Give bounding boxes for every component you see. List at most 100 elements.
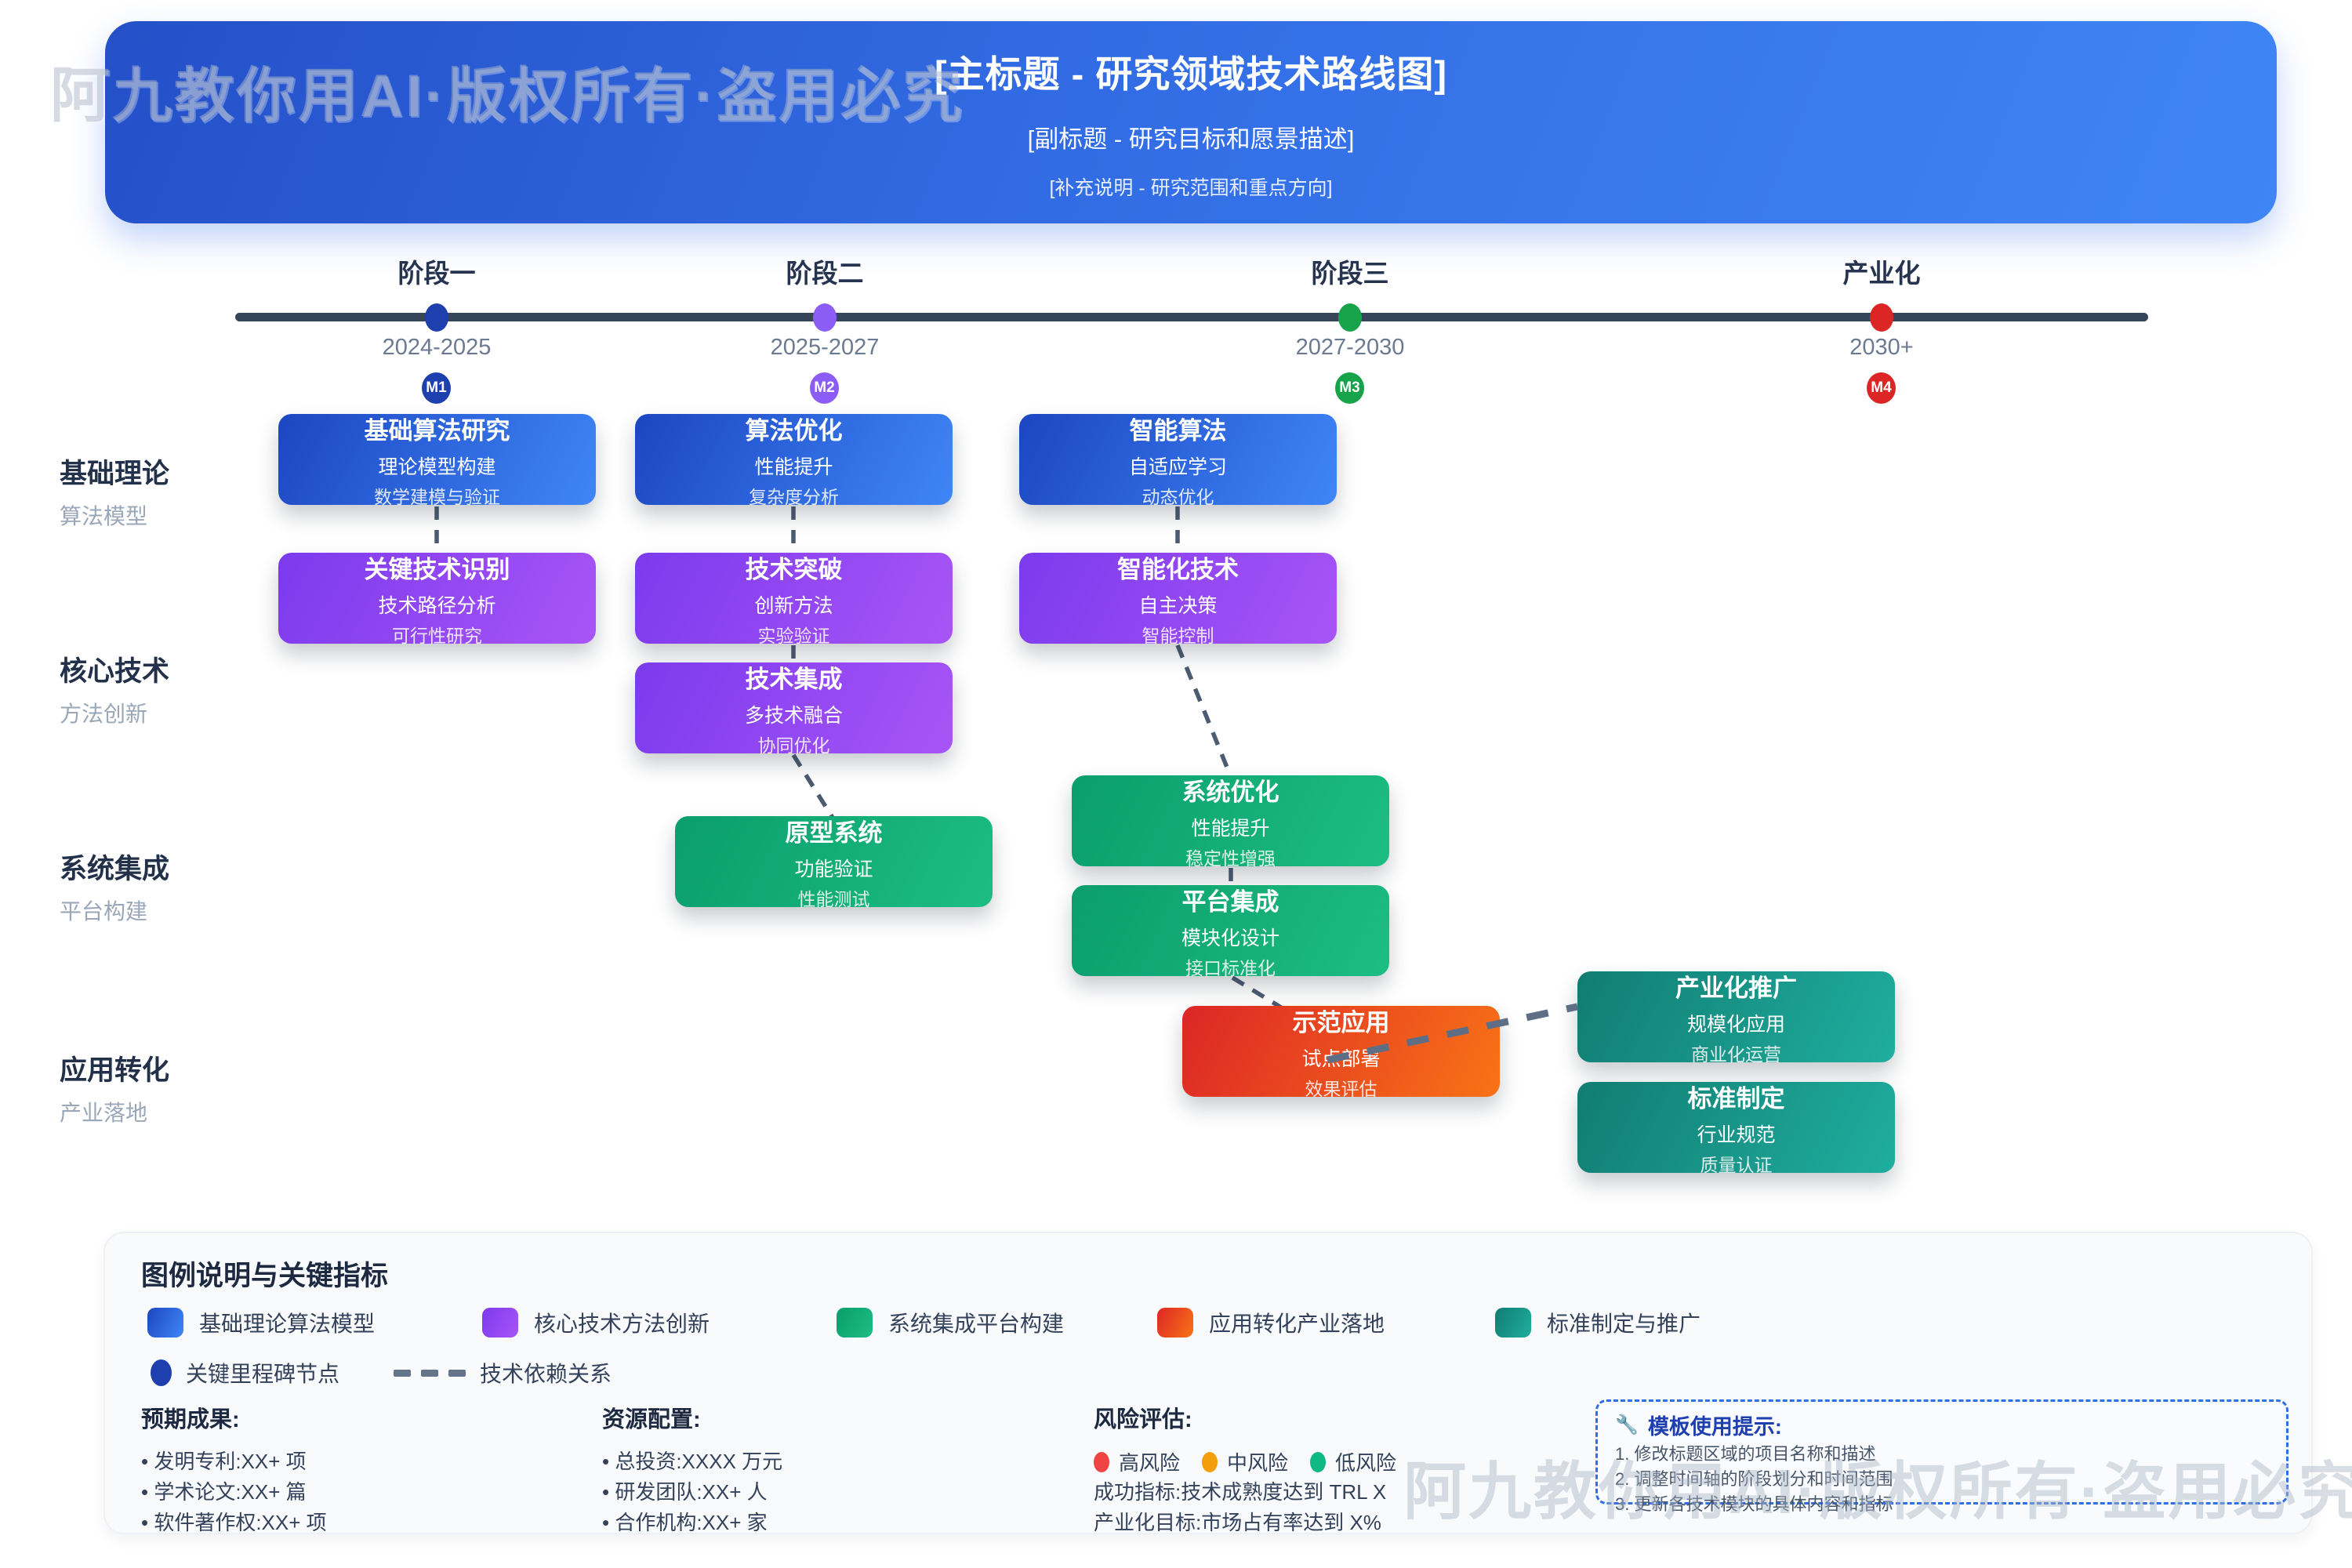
footer-item: • 发明专利:XX+ 项 [141,1450,307,1473]
risk-level-1: 高风险 [1094,1447,1180,1476]
header-banner: [主标题 - 研究领域技术路线图] [副标题 - 研究目标和愿景描述] [补充说… [105,21,2277,223]
node-line1: 自适应学习 [1128,456,1227,478]
risk-dot-icon [1094,1451,1109,1472]
node-line2: 商业化运营 [1691,1044,1781,1065]
tips-item-3: 3. 更新各技术模块的具体内容和指标 [1615,1494,1893,1514]
node-title: 智能算法 [1129,416,1227,445]
dependency-connector-5 [791,753,835,819]
node-title: 智能化技术 [1117,555,1239,583]
roadmap-node-5: 技术突破创新方法实验验证 [635,553,953,646]
node-title: 标准制定 [1687,1084,1785,1112]
node-title: 算法优化 [745,416,843,445]
roadmap-node-12: 产业化推广规模化应用商业化运营 [1577,971,1895,1065]
row-label-title: 核心技术 [60,656,170,687]
risk-level-2: 中风险 [1202,1447,1288,1476]
row-label-subtitle: 平台构建 [60,899,148,924]
node-line2: 协同优化 [757,735,830,756]
node-title: 技术集成 [745,665,843,693]
legend-item-label: 应用转化产业落地 [1209,1312,1385,1336]
risk-levels: 高风险 中风险 低风险 [1094,1446,1396,1477]
roadmap-node-1: 基础算法研究理论模型构建数学建模与验证 [278,414,596,507]
resources-title: 资源配置: [602,1407,701,1432]
phase-label-3: 阶段三 [1311,259,1389,288]
risk-dot-icon [1310,1451,1327,1472]
milestone-dot-M1 [425,303,448,332]
node-line1: 性能提升 [754,456,833,478]
legend-item-3: 系统集成平台构建 [837,1307,1064,1338]
node-title: 示范应用 [1292,1008,1390,1036]
page-note: [补充说明 - 研究范围和重点方向] [1049,177,1333,199]
page-title: [主标题 - 研究领域技术路线图] [934,53,1448,95]
risk-level-label: 中风险 [1227,1451,1289,1475]
expected-results-title: 预期成果: [141,1407,240,1432]
roadmap-node-13: 标准制定行业规范质量认证 [1577,1082,1895,1175]
node-line2: 复杂度分析 [749,486,839,507]
risk-title: 风险评估: [1094,1407,1192,1432]
legend-panel: 图例说明与关键指标 基础理论算法模型核心技术方法创新系统集成平台构建应用转化产业… [103,1232,2313,1534]
template-tips-box: 🔧 模板使用提示: 1. 修改标题区域的项目名称和描述 2. 调整时间轴的阶段划分… [1595,1399,2288,1514]
node-title: 系统优化 [1181,778,1279,806]
risk-level-3: 低风险 [1310,1447,1396,1476]
legend-title: 图例说明与关键指标 [141,1261,389,1291]
legend-item-5: 标准制定与推广 [1495,1307,1700,1338]
milestone-dot-M4 [1870,303,1893,332]
node-line2: 质量认证 [1700,1154,1773,1175]
roadmap-node-6: 智能化技术自主决策智能控制 [1019,553,1337,646]
row-label-title: 基础理论 [60,459,170,489]
node-line2: 稳定性增强 [1185,848,1276,869]
milestone-badge-M4: M4 [1867,372,1896,404]
node-title: 关键技术识别 [364,555,510,583]
roadmap-node-7: 技术集成多技术融合协同优化 [635,662,953,756]
milestone-badge-M1: M1 [422,372,451,404]
tips-header: 🔧 模板使用提示: [1615,1410,2269,1440]
dependency-connector-9 [1327,1003,1578,1064]
roadmap-node-2: 算法优化性能提升复杂度分析 [635,414,953,507]
milestone-dot-M3 [1338,303,1362,332]
milestone-dot-M2 [813,303,837,332]
milestone-badge-M2: M2 [810,372,839,404]
tips-item-1: 1. 修改标题区域的项目名称和描述 [1615,1444,1876,1464]
row-label-subtitle: 产业落地 [60,1101,148,1125]
node-line2: 数学建模与验证 [374,486,500,507]
row-label-title: 系统集成 [60,854,170,884]
risk-dot-icon [1202,1451,1218,1472]
blue-swatch-icon [147,1308,183,1338]
node-line1: 多技术融合 [744,704,843,727]
green-swatch-icon [837,1308,873,1338]
legend-dependency-row: 技术依赖关系 [394,1357,612,1388]
node-line1: 模块化设计 [1181,927,1279,949]
node-line2: 可行性研究 [392,625,482,646]
timeline-axis [235,313,2148,321]
roadmap-node-9: 系统优化性能提升稳定性增强 [1072,775,1389,869]
node-line2: 智能控制 [1142,625,1214,646]
legend-item-2: 核心技术方法创新 [482,1307,710,1338]
tips-item-2: 2. 调整时间轴的阶段划分和时间范围 [1615,1469,1893,1489]
roadmap-node-3: 智能算法自适应学习动态优化 [1019,414,1337,507]
footer-item: • 合作机构:XX+ 家 [602,1511,768,1534]
roadmap-node-4: 关键技术识别技术路径分析可行性研究 [278,553,596,646]
node-line2: 性能测试 [797,888,870,909]
risk-level-label: 低风险 [1335,1451,1397,1475]
node-title: 基础算法研究 [364,416,510,445]
risk-line: 成功指标:技术成熟度达到 TRL X [1094,1480,1387,1504]
node-line2: 接口标准化 [1185,957,1276,978]
node-line1: 功能验证 [794,858,873,880]
row-label-4: 应用转化产业落地 [60,1048,169,1127]
page-subtitle: [副标题 - 研究目标和愿景描述] [1027,125,1355,153]
roadmap-node-8: 原型系统功能验证性能测试 [675,816,993,909]
phase-label-4: 产业化 [1842,259,1921,288]
milestone-dot-icon [151,1359,172,1386]
resources-column: 资源配置: • 总投资:XXXX 万元• 研发团队:XX+ 人• 合作机构:XX… [602,1401,782,1538]
node-line1: 规模化应用 [1686,1013,1785,1036]
footer-item: • 学术论文:XX+ 篇 [141,1480,307,1504]
node-line1: 技术路径分析 [378,594,496,617]
node-line1: 自主决策 [1138,594,1218,617]
orange-swatch-icon [1157,1308,1193,1338]
footer-item: • 总投资:XXXX 万元 [602,1450,783,1473]
legend-item-label: 标准制定与推广 [1547,1312,1701,1336]
node-title: 技术突破 [745,555,843,583]
node-line1: 创新方法 [754,594,833,617]
